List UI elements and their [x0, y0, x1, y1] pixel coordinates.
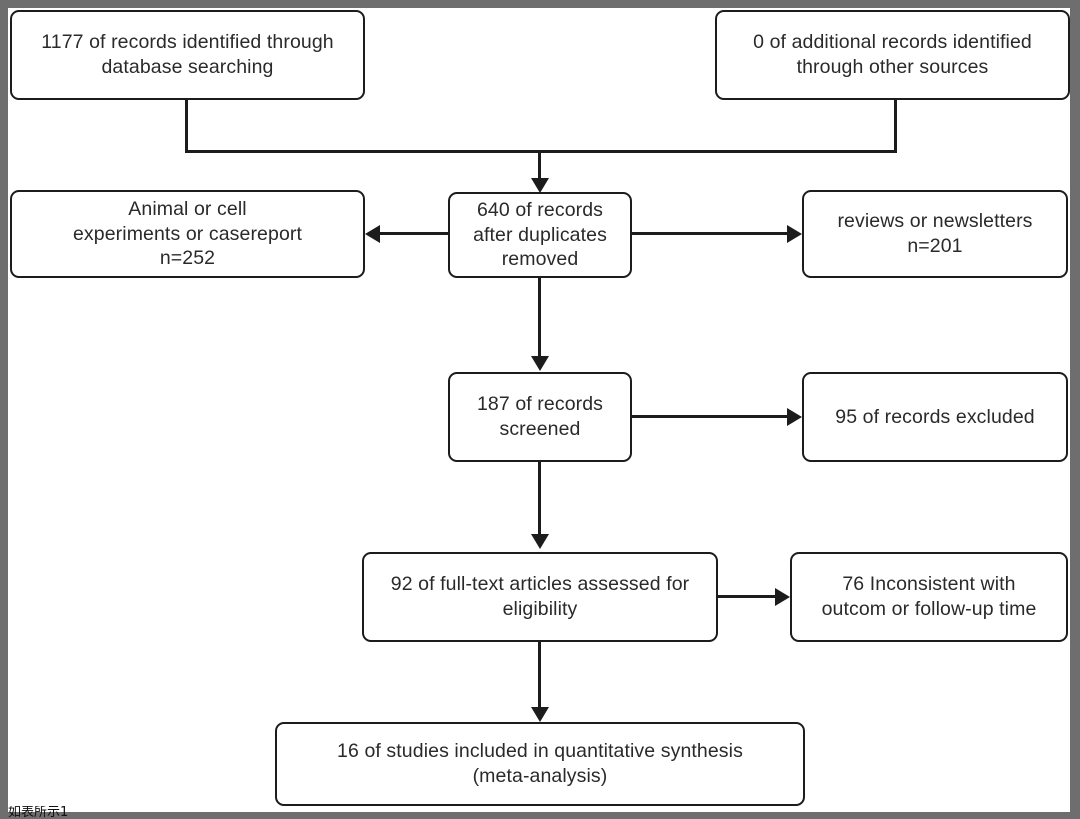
connector-duplicates-to-animal [380, 232, 450, 235]
node-identified-database: 1177 of records identified through datab… [10, 10, 365, 100]
connector-merge-bar [185, 150, 897, 153]
connector-duplicates-to-screened [538, 278, 541, 356]
connector-fulltext-to-inconsistent [716, 595, 776, 598]
connector-screened-to-excluded [630, 415, 787, 418]
connector-duplicates-to-reviews [630, 232, 787, 235]
node-duplicates-removed: 640 of records after duplicates removed [448, 192, 632, 278]
connector-fulltext-to-included [538, 642, 541, 707]
node-excluded-reviews: reviews or newsletters n=201 [802, 190, 1068, 278]
arrowhead-down-to-included [530, 707, 549, 722]
figure-caption: 如表所示1 [8, 806, 69, 819]
connector-merge-to-duplicates [538, 150, 541, 186]
connector-screened-to-fulltext [538, 462, 541, 534]
arrowhead-right-to-inconsistent [775, 587, 790, 606]
arrowhead-left-to-animal [365, 224, 380, 243]
node-fulltext-assessed: 92 of full-text articles assessed for el… [362, 552, 718, 642]
arrowhead-down-to-duplicates [530, 178, 549, 193]
arrowhead-down-to-fulltext [530, 534, 549, 549]
node-identified-other: 0 of additional records identified throu… [715, 10, 1070, 100]
node-excluded-animal: Animal or cell experiments or casereport… [10, 190, 365, 278]
arrowhead-right-to-excluded [787, 407, 802, 426]
node-excluded-inconsistent: 76 Inconsistent with outcom or follow-up… [790, 552, 1068, 642]
node-studies-included: 16 of studies included in quantitative s… [275, 722, 805, 806]
diagram-canvas: 1177 of records identified through datab… [8, 8, 1070, 812]
arrowhead-right-to-reviews [787, 224, 802, 243]
node-records-screened: 187 of records screened [448, 372, 632, 462]
arrowhead-down-to-screened [530, 356, 549, 371]
node-records-excluded: 95 of records excluded [802, 372, 1068, 462]
connector-other-drop [894, 100, 897, 153]
connector-db-drop [185, 100, 188, 153]
